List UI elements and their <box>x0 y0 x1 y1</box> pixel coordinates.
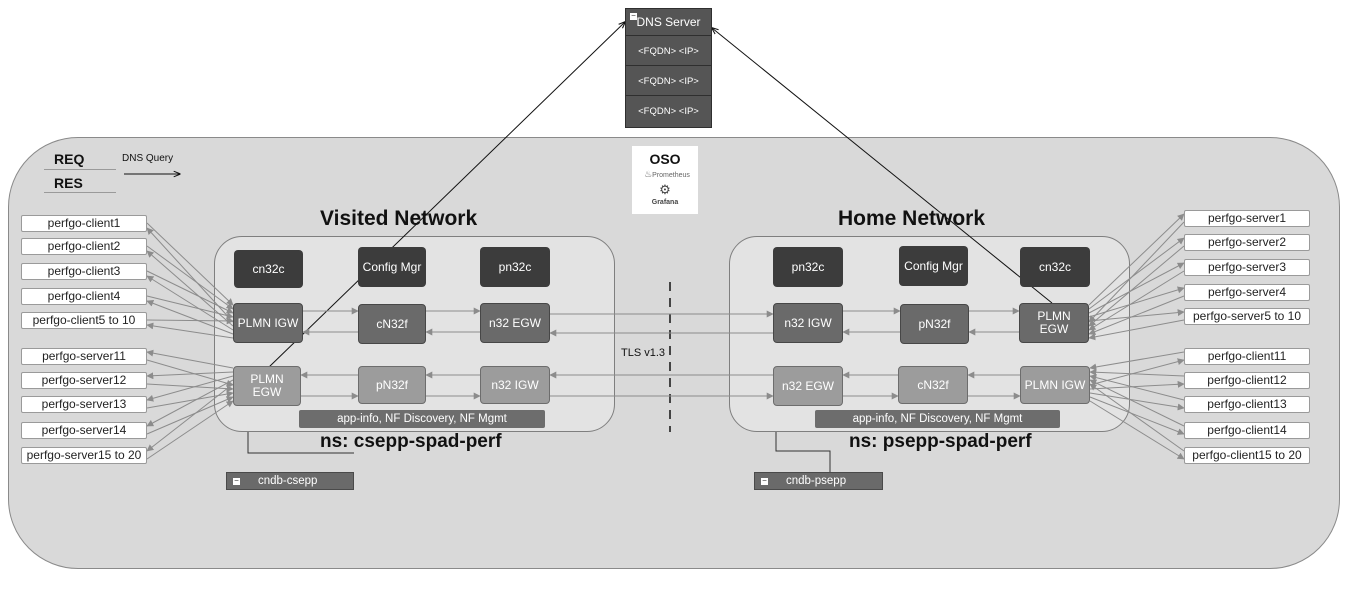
home-common-services-bar: app-info, NF Discovery, NF Mgmt <box>815 410 1060 428</box>
visited-cn32c[interactable]: cn32c <box>234 250 303 288</box>
visited-pn32c[interactable]: pn32c <box>480 247 550 287</box>
left-server-14[interactable]: perfgo-server14 <box>21 422 147 439</box>
left-client-3[interactable]: perfgo-client3 <box>21 263 147 280</box>
legend-req: REQ <box>54 151 85 167</box>
dns-entry: <FQDN> <IP> <box>638 106 699 117</box>
home-n32-egw[interactable]: n32 EGW <box>773 366 843 406</box>
left-server-13[interactable]: perfgo-server13 <box>21 396 147 413</box>
left-server-15-20[interactable]: perfgo-server15 to 20 <box>21 447 147 464</box>
visited-n32-igw[interactable]: n32 IGW <box>480 366 550 404</box>
home-pn32c[interactable]: pn32c <box>773 247 843 287</box>
home-network-title: Home Network <box>838 207 986 230</box>
home-namespace: ns: psepp-spad-perf <box>849 431 1032 452</box>
right-client-11[interactable]: perfgo-client11 <box>1184 348 1310 365</box>
right-client-12[interactable]: perfgo-client12 <box>1184 372 1310 389</box>
dns-server-title: DNS Server <box>636 15 701 29</box>
home-plmn-egw[interactable]: PLMN EGW <box>1019 303 1089 343</box>
home-cn32f[interactable]: cN32f <box>898 366 968 404</box>
legend-divider <box>44 169 116 170</box>
visited-n32-egw[interactable]: n32 EGW <box>480 303 550 343</box>
visited-pn32f[interactable]: pN32f <box>358 366 426 404</box>
legend-divider <box>44 192 116 193</box>
right-client-14[interactable]: perfgo-client14 <box>1184 422 1310 439</box>
right-server-5-10[interactable]: perfgo-server5 to 10 <box>1184 308 1310 325</box>
visited-common-services-bar: app-info, NF Discovery, NF Mgmt <box>299 410 545 428</box>
home-config-mgr[interactable]: Config Mgr <box>899 246 968 286</box>
right-client-15-20[interactable]: perfgo-client15 to 20 <box>1184 447 1310 464</box>
home-pn32f[interactable]: pN32f <box>900 304 969 344</box>
collapse-icon[interactable]: − <box>761 475 768 485</box>
dns-entry: <FQDN> <IP> <box>626 37 711 66</box>
left-client-2[interactable]: perfgo-client2 <box>21 238 147 255</box>
visited-cn32f[interactable]: cN32f <box>358 304 426 344</box>
left-server-12[interactable]: perfgo-server12 <box>21 372 147 389</box>
home-database-label: cndb-psepp <box>786 475 847 487</box>
visited-plmn-igw[interactable]: PLMN IGW <box>233 303 303 343</box>
collapse-icon[interactable]: − <box>630 11 637 20</box>
home-plmn-igw[interactable]: PLMN IGW <box>1020 366 1090 404</box>
left-client-4[interactable]: perfgo-client4 <box>21 288 147 305</box>
dns-server[interactable]: − DNS Server <FQDN> <IP> <FQDN> <IP> <FQ… <box>625 8 712 128</box>
legend-res: RES <box>54 175 83 191</box>
collapse-icon[interactable]: − <box>233 475 240 485</box>
visited-network-title: Visited Network <box>320 207 478 230</box>
prometheus-label: ♨Prometheus <box>644 169 690 179</box>
oso-panel: OSO ♨Prometheus ⚙ Grafana <box>632 146 698 214</box>
dns-server-header: − DNS Server <box>626 9 711 36</box>
tls-label: TLS v1.3 <box>621 347 666 359</box>
left-client-1[interactable]: perfgo-client1 <box>21 215 147 232</box>
right-server-3[interactable]: perfgo-server3 <box>1184 259 1310 276</box>
left-client-5-10[interactable]: perfgo-client5 to 10 <box>21 312 147 329</box>
left-server-11[interactable]: perfgo-server11 <box>21 348 147 365</box>
grafana-icon: ⚙ <box>659 182 671 197</box>
visited-namespace: ns: csepp-spad-perf <box>320 431 502 452</box>
prometheus-icon: ♨ <box>644 169 653 179</box>
right-server-2[interactable]: perfgo-server2 <box>1184 234 1310 251</box>
right-server-4[interactable]: perfgo-server4 <box>1184 284 1310 301</box>
right-client-13[interactable]: perfgo-client13 <box>1184 396 1310 413</box>
legend-dns-query: DNS Query <box>122 153 174 164</box>
right-server-1[interactable]: perfgo-server1 <box>1184 210 1310 227</box>
home-cn32c[interactable]: cn32c <box>1020 247 1090 287</box>
grafana-label: Grafana <box>651 199 679 206</box>
visited-plmn-egw[interactable]: PLMN EGW <box>233 366 301 406</box>
visited-database-label: cndb-csepp <box>258 475 318 487</box>
visited-config-mgr[interactable]: Config Mgr <box>358 247 426 287</box>
visited-database[interactable]: − cndb-csepp <box>226 472 354 490</box>
dns-entry: <FQDN> <IP> <box>626 67 711 96</box>
home-database[interactable]: − cndb-psepp <box>754 472 883 490</box>
oso-title: OSO <box>649 151 681 167</box>
home-n32-igw[interactable]: n32 IGW <box>773 303 843 343</box>
